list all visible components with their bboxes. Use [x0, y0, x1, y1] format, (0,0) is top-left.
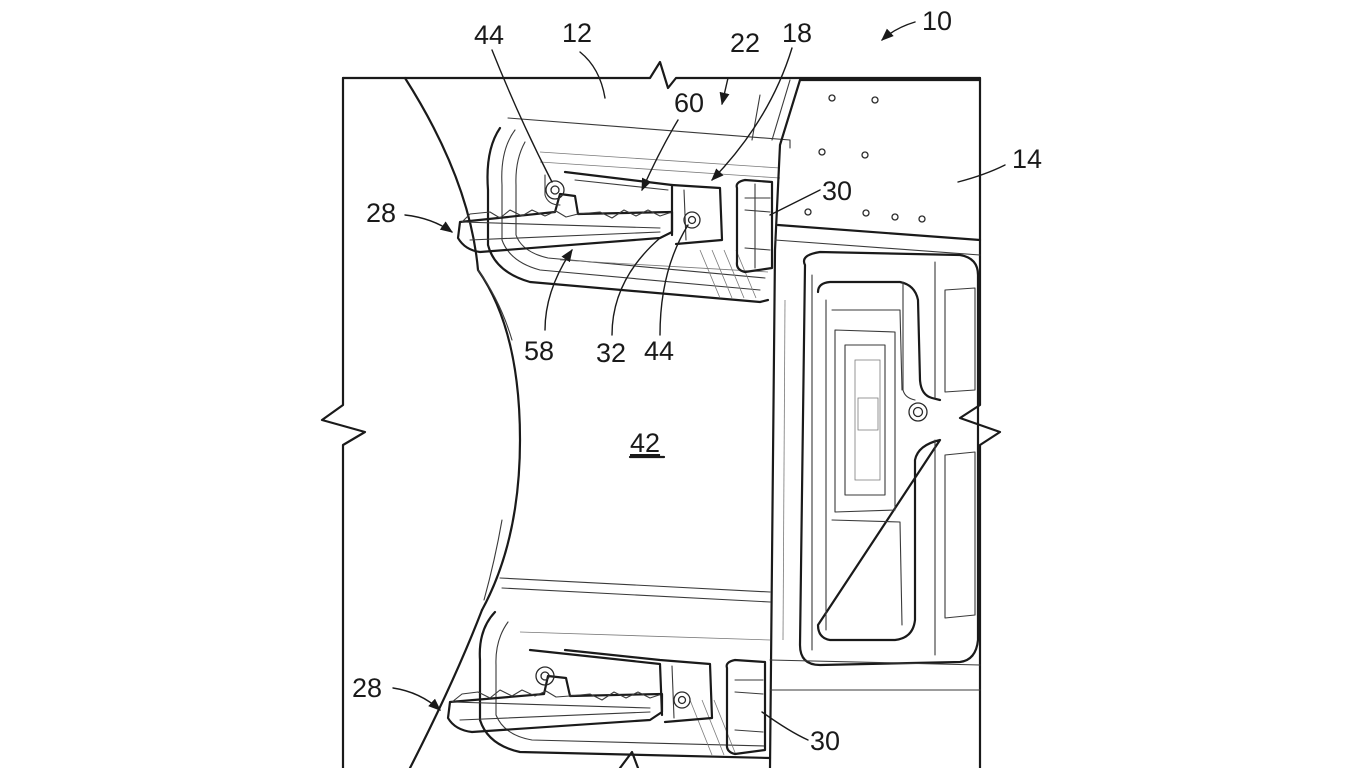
ref-label-44-top: 44 — [474, 20, 504, 50]
ref-label-30-lower: 30 — [810, 726, 840, 756]
ref-label-32: 32 — [596, 338, 626, 368]
ref-label-44-bottom: 44 — [644, 336, 674, 366]
ref-label-28-lower: 28 — [352, 673, 382, 703]
ref-label-42: 42 — [630, 428, 660, 458]
tail-light-assembly — [798, 250, 980, 667]
upper-hinge — [735, 178, 774, 274]
lower-hinge — [725, 658, 767, 756]
ref-label-14: 14 — [1012, 144, 1042, 174]
upper-step-pad — [456, 174, 674, 254]
wheel-well-cutout — [403, 76, 522, 768]
ref-label-28-upper: 28 — [366, 198, 396, 228]
leader-lines — [392, 21, 1006, 741]
ref-label-12: 12 — [562, 18, 592, 48]
ref-label-58: 58 — [524, 336, 554, 366]
view-frame — [320, 60, 1002, 768]
ref-label-30-upper: 30 — [822, 176, 852, 206]
upper-bracket-arm — [563, 170, 724, 246]
ref-label-60: 60 — [674, 88, 704, 118]
reference-labels: 10 12 14 18 22 28 28 30 30 32 42 44 44 5… — [352, 6, 1042, 756]
lower-step-recess — [478, 577, 981, 760]
upper-step-recess — [486, 117, 791, 304]
lower-step-pad — [446, 666, 664, 734]
side-panel — [774, 78, 982, 256]
ref-label-10: 10 — [922, 6, 952, 36]
fender-panel — [751, 78, 802, 768]
ref-label-18: 18 — [782, 18, 812, 48]
lower-bracket-arm — [528, 648, 714, 724]
ref-label-22: 22 — [730, 28, 760, 58]
